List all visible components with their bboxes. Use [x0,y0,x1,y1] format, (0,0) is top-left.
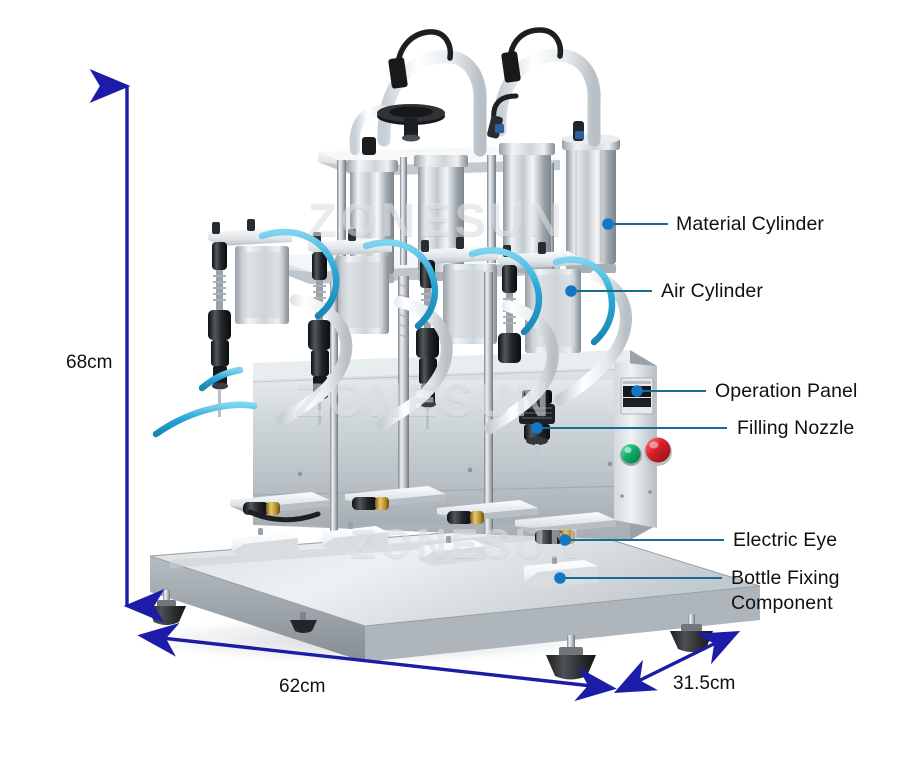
callout-electric-eye: Electric Eye [733,529,838,551]
emergency-stop-button [644,437,672,466]
base-cable [247,509,321,523]
dimension-label-height: 68cm [66,352,113,373]
dimension-label-depth: 31.5cm [673,673,736,694]
callout-air-cylinder: Air Cylinder [661,280,763,302]
callout-material-cylinder: Material Cylinder [676,213,824,235]
callout-operation-panel: Operation Panel [715,380,858,402]
callout-filling-nozzle: Filling Nozzle [737,417,855,439]
callout-bottle-fixing-component: Bottle Fixing Component [731,567,840,614]
callout-leaders [531,218,727,584]
start-button [620,444,642,466]
dimension-arrows [89,69,741,702]
blue-air-tubes [152,228,616,438]
electric-eye-sensor [447,511,484,524]
electric-eye-sensor [352,497,389,510]
pneumatic-fittings [362,51,584,155]
dimension-label-width: 62cm [279,676,326,697]
